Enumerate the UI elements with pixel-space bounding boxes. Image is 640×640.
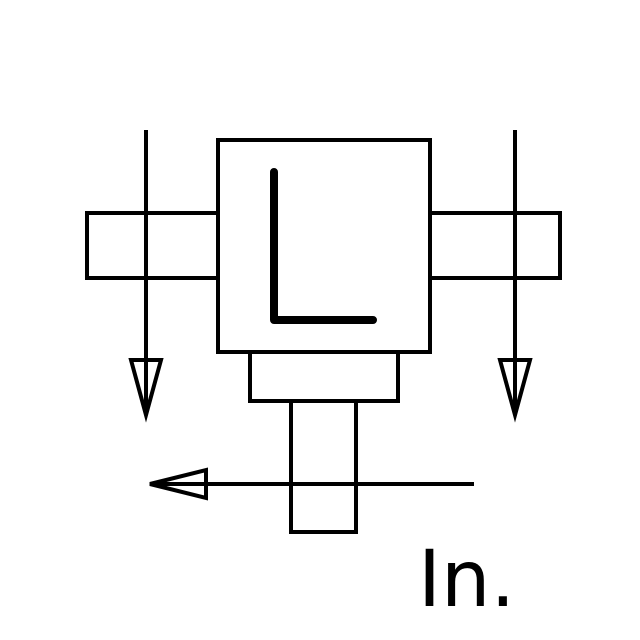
arrow-down-icon <box>497 130 533 423</box>
input-flange <box>248 350 400 403</box>
input-label: In. <box>418 535 515 625</box>
body-symbol-text: L <box>0 0 1 1</box>
input-shaft <box>289 399 358 534</box>
arrow-down-icon <box>128 130 164 423</box>
body-symbol-glyph: L <box>0 0 377 324</box>
left-output-shaft <box>85 211 220 280</box>
right-output-shaft <box>428 211 562 280</box>
arrow-left-icon <box>149 467 474 501</box>
